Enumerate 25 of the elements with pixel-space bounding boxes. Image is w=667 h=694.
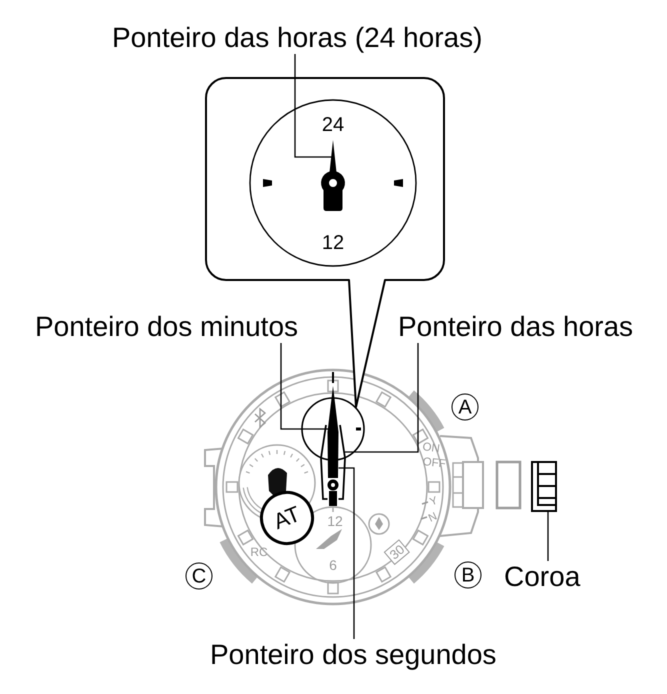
dial-numeral: 6 xyxy=(329,558,337,572)
leader-line xyxy=(345,343,419,453)
hour-hand xyxy=(321,140,345,211)
part-label: Coroa xyxy=(504,561,580,593)
dial-numeral: 12 xyxy=(322,233,344,253)
dial-marking: ON xyxy=(422,442,440,456)
part-label: Ponteiro das horas xyxy=(398,311,634,343)
button-letter: B xyxy=(454,562,482,588)
part-label: Ponteiro das horas (24 horas) xyxy=(112,22,482,54)
leader-line xyxy=(280,343,328,430)
hour-hand xyxy=(320,424,346,500)
watch-crown xyxy=(531,461,557,512)
dial-marking: OFF xyxy=(422,457,446,471)
leader-line xyxy=(338,467,355,639)
part-label: Ponteiro dos minutos xyxy=(35,311,298,343)
dial-marking: N xyxy=(427,511,439,525)
button-letter: C xyxy=(186,562,212,590)
part-label: Ponteiro dos segundos xyxy=(210,639,496,671)
dial-numeral: 24 xyxy=(322,115,344,135)
leader-line xyxy=(294,54,332,158)
dial-marking: Y xyxy=(428,496,440,508)
leader-line xyxy=(547,511,549,561)
dial-numeral: 12 xyxy=(327,514,343,528)
second-hand xyxy=(328,372,338,506)
button-letter: A xyxy=(452,394,478,420)
